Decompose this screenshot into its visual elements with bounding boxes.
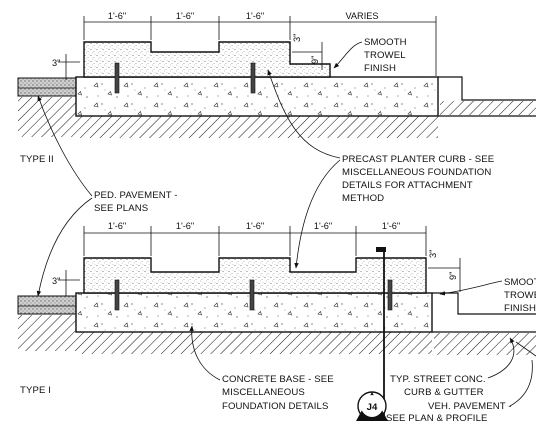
section-callout-label: J4	[367, 402, 378, 413]
lower-soil-base	[78, 332, 432, 354]
upper-smooth-trowel-1: SMOOTH	[364, 37, 407, 48]
upper-soil-left	[18, 97, 78, 137]
upper-dim-varies: VARIES	[345, 11, 378, 21]
upper-concrete-base	[75, 76, 439, 117]
ped-pavement-note-2: SEE PLANS	[94, 203, 148, 214]
upper-soil-right	[440, 101, 536, 115]
precast-note-1: PRECAST PLANTER CURB - SEE	[342, 154, 494, 165]
upper-dowel-2	[250, 62, 256, 94]
upper-dim-3in-right: 3"	[292, 34, 302, 42]
lower-soil-right	[434, 333, 536, 355]
lower-smooth-trowel-1: SMOOT	[504, 277, 536, 288]
upper-smooth-trowel-2: TROWEL	[364, 50, 406, 61]
upper-soil-base	[78, 116, 438, 138]
lower-dim-3: 1'-6"	[246, 221, 264, 231]
upper-street-step	[438, 76, 536, 101]
lower-dim-3in-left: 3"	[52, 276, 60, 286]
lower-dowel-3	[387, 279, 393, 311]
middle-notes: PRECAST PLANTER CURB - SEE MISCELLANEOUS…	[36, 69, 494, 297]
lower-smooth-trowel-2: TROWE	[504, 290, 536, 301]
lower-dim-1: 1'-6"	[108, 221, 126, 231]
street-curb-note-1: TYP. STREET CONC.	[390, 374, 486, 385]
lower-smooth-trowel-3: FINISH	[504, 303, 536, 314]
precast-note-4: METHOD	[342, 193, 384, 204]
upper-smooth-trowel-3: FINISH	[364, 63, 396, 74]
upper-dowel-1	[114, 62, 120, 94]
bottom-notes: CONCRETE BASE - SEE MISCELLANEOUS FOUNDA…	[189, 325, 533, 421]
upper-dim-3in-left: 3"	[52, 58, 60, 68]
lower-type-label: TYPE I	[20, 385, 51, 396]
street-curb-note-2: CURB & GUTTER	[404, 387, 484, 398]
veh-pavement-note-2: SEE PLAN & PROFILE	[386, 413, 488, 421]
upper-dim-9in: 9"	[310, 56, 320, 64]
lower-dim-5: 1'-6"	[382, 221, 400, 231]
upper-precast-curb	[83, 41, 331, 78]
upper-type-label: TYPE II	[20, 154, 54, 165]
lower-dim-3in-right: 3"	[428, 250, 438, 258]
veh-pavement-note-1: VEH. PAVEMENT -	[428, 401, 512, 412]
precast-note-2: MISCELLANEOUS FOUNDATION	[342, 167, 491, 178]
upper-dim-1: 1'-6"	[108, 11, 126, 21]
lower-dim-2: 1'-6"	[176, 221, 194, 231]
lower-grade-marker	[376, 247, 386, 252]
concrete-base-note-1: CONCRETE BASE - SEE	[222, 374, 334, 385]
ped-pavement-note-1: PED. PAVEMENT -	[94, 190, 178, 201]
concrete-base-note-2: MISCELLANEOUS	[222, 387, 305, 398]
upper-ped-pavers	[17, 77, 77, 97]
lower-precast-curb	[83, 257, 427, 294]
lower-soil-left	[18, 315, 78, 351]
lower-dim-9in: 9"	[448, 272, 458, 280]
lower-dim-4: 1'-6"	[314, 221, 332, 231]
lower-dowel-1	[114, 279, 120, 311]
concrete-base-note-3: FOUNDATION DETAILS	[222, 401, 328, 412]
upper-section: 1'-6" 1'-6" 1'-6" VARIES 3" 3" 9" TYPE I…	[17, 11, 536, 165]
upper-dim-2: 1'-6"	[176, 11, 194, 21]
lower-dowel-2	[249, 279, 255, 311]
precast-note-3: DETAILS FOR ATTACHMENT	[342, 180, 473, 191]
lower-ped-pavers	[17, 295, 77, 315]
upper-dim-3: 1'-6"	[246, 11, 264, 21]
